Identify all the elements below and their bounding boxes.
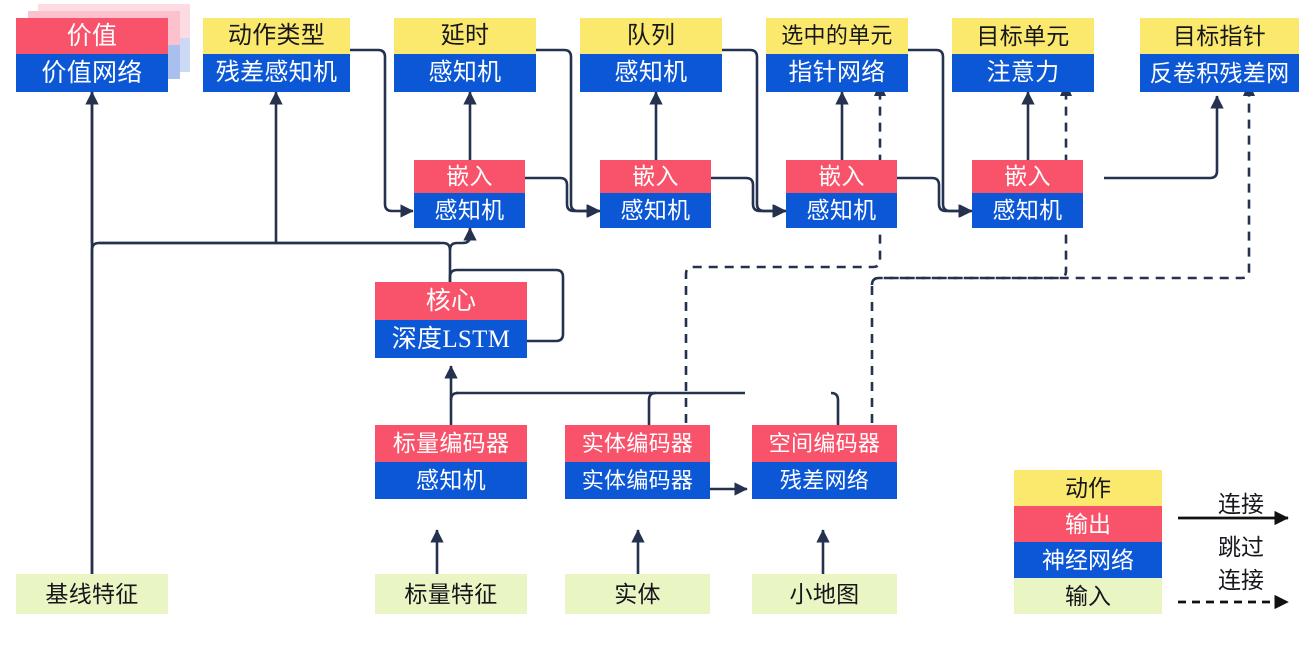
node-baseline-feature-label: 基线特征 <box>16 574 168 614</box>
node-target-point-action-label: 目标指针 <box>1140 18 1299 54</box>
edge-embed1-to-embed2 <box>525 176 601 218</box>
legend-swatch-network: 神经网络 <box>1014 542 1162 578</box>
legend-edge-dashed-label-1: 跳过 <box>1218 535 1264 560</box>
node-spatial-encoder[interactable]: 空间编码器 残差网络 <box>752 425 897 499</box>
node-embed-4-network-label: 感知机 <box>972 193 1083 228</box>
node-baseline-feature[interactable]: 基线特征 <box>16 574 168 614</box>
node-minimap-label: 小地图 <box>752 574 897 614</box>
node-embed-1-output-label: 嵌入 <box>414 160 525 193</box>
edge-actiontype-to-embed1 <box>350 48 414 218</box>
node-core-output-label: 核心 <box>375 282 527 320</box>
node-embed-2-output-label: 嵌入 <box>600 160 711 193</box>
edge-selectedunits-to-embed4 <box>908 48 972 218</box>
node-scalar-feature[interactable]: 标量特征 <box>375 574 527 614</box>
node-scalar-encoder[interactable]: 标量编码器 感知机 <box>375 425 527 499</box>
edge-entityenc-riser <box>647 391 657 455</box>
node-spatial-encoder-network-label: 残差网络 <box>752 462 897 499</box>
skip-spatialenc-to-targetunit <box>870 96 1068 455</box>
legend-edge-arrows <box>1178 510 1289 610</box>
skip-entityenc-to-selectedunits <box>684 96 882 455</box>
edge-embed3-to-embed4 <box>897 176 973 218</box>
node-target-unit-network-label: 注意力 <box>952 54 1094 92</box>
node-delay[interactable]: 延时 感知机 <box>394 18 536 92</box>
node-scalar-encoder-network-label: 感知机 <box>375 462 527 499</box>
edge-core-bus-left <box>99 241 452 282</box>
node-selected-units[interactable]: 选中的单元 指针网络 <box>766 18 908 92</box>
node-scalar-feature-label: 标量特征 <box>375 574 527 614</box>
node-delay-network-label: 感知机 <box>394 54 536 92</box>
node-queue[interactable]: 队列 感知机 <box>580 18 722 92</box>
node-embed-2[interactable]: 嵌入 感知机 <box>600 160 711 228</box>
node-value[interactable]: 价值 价值网络 <box>16 18 168 92</box>
node-target-point-network-label: 反卷积残差网 <box>1140 54 1299 92</box>
node-entity-encoder-network-label: 实体编码器 <box>565 462 710 499</box>
node-queue-network-label: 感知机 <box>580 54 722 92</box>
node-selected-units-network-label: 指针网络 <box>766 54 908 92</box>
node-entities[interactable]: 实体 <box>565 574 710 614</box>
node-selected-units-action-label: 选中的单元 <box>766 18 908 54</box>
edge-core-self-loop <box>448 268 565 348</box>
node-value-network-label: 价值网络 <box>16 54 168 92</box>
node-action-type[interactable]: 动作类型 残差感知机 <box>203 18 350 92</box>
node-embed-1[interactable]: 嵌入 感知机 <box>414 160 525 228</box>
node-core[interactable]: 核心 深度LSTM <box>375 282 527 358</box>
legend-edge-solid-label: 连接 <box>1218 492 1264 517</box>
skip-spatialenc-to-targetpoint <box>870 96 1251 286</box>
node-embed-2-network-label: 感知机 <box>600 193 711 228</box>
node-minimap[interactable]: 小地图 <box>752 574 897 614</box>
node-value-output-label: 价值 <box>16 18 168 54</box>
node-spatial-encoder-output-label: 空间编码器 <box>752 425 897 462</box>
node-embed-4[interactable]: 嵌入 感知机 <box>972 160 1083 228</box>
legend-swatch-stack: 动作 输出 神经网络 输入 <box>1014 470 1162 614</box>
legend-swatch-output: 输出 <box>1014 506 1162 542</box>
legend-swatch-input: 输入 <box>1014 578 1162 614</box>
node-embed-3-network-label: 感知机 <box>786 193 897 228</box>
node-target-point[interactable]: 目标指针 反卷积残差网 <box>1140 18 1299 92</box>
node-entity-encoder-output-label: 实体编码器 <box>565 425 710 462</box>
node-embed-1-network-label: 感知机 <box>414 193 525 228</box>
node-delay-action-label: 延时 <box>394 18 536 54</box>
edge-spatialenc-riser <box>830 391 840 455</box>
node-embed-3[interactable]: 嵌入 感知机 <box>786 160 897 228</box>
legend-edge-dashed-label-2: 连接 <box>1218 568 1264 593</box>
edge-delay-to-embed2 <box>536 48 600 218</box>
node-target-unit-action-label: 目标单元 <box>952 18 1094 54</box>
node-target-unit[interactable]: 目标单元 注意力 <box>952 18 1094 92</box>
node-core-network-label: 深度LSTM <box>375 320 527 358</box>
edge-embed4-to-targetpoint <box>1104 95 1224 180</box>
node-entities-label: 实体 <box>565 574 710 614</box>
legend-swatch-action: 动作 <box>1014 470 1162 506</box>
edge-embed2-to-embed3 <box>711 176 787 218</box>
node-action-type-network-label: 残差感知机 <box>203 54 350 92</box>
node-scalar-encoder-output-label: 标量编码器 <box>375 425 527 462</box>
node-embed-4-output-label: 嵌入 <box>972 160 1083 193</box>
node-entity-encoder[interactable]: 实体编码器 实体编码器 <box>565 425 710 499</box>
node-embed-3-output-label: 嵌入 <box>786 160 897 193</box>
edge-core-to-embed1 <box>448 227 477 251</box>
edge-queue-to-embed3 <box>722 48 786 218</box>
node-queue-action-label: 队列 <box>580 18 722 54</box>
node-action-type-action-label: 动作类型 <box>203 18 350 54</box>
